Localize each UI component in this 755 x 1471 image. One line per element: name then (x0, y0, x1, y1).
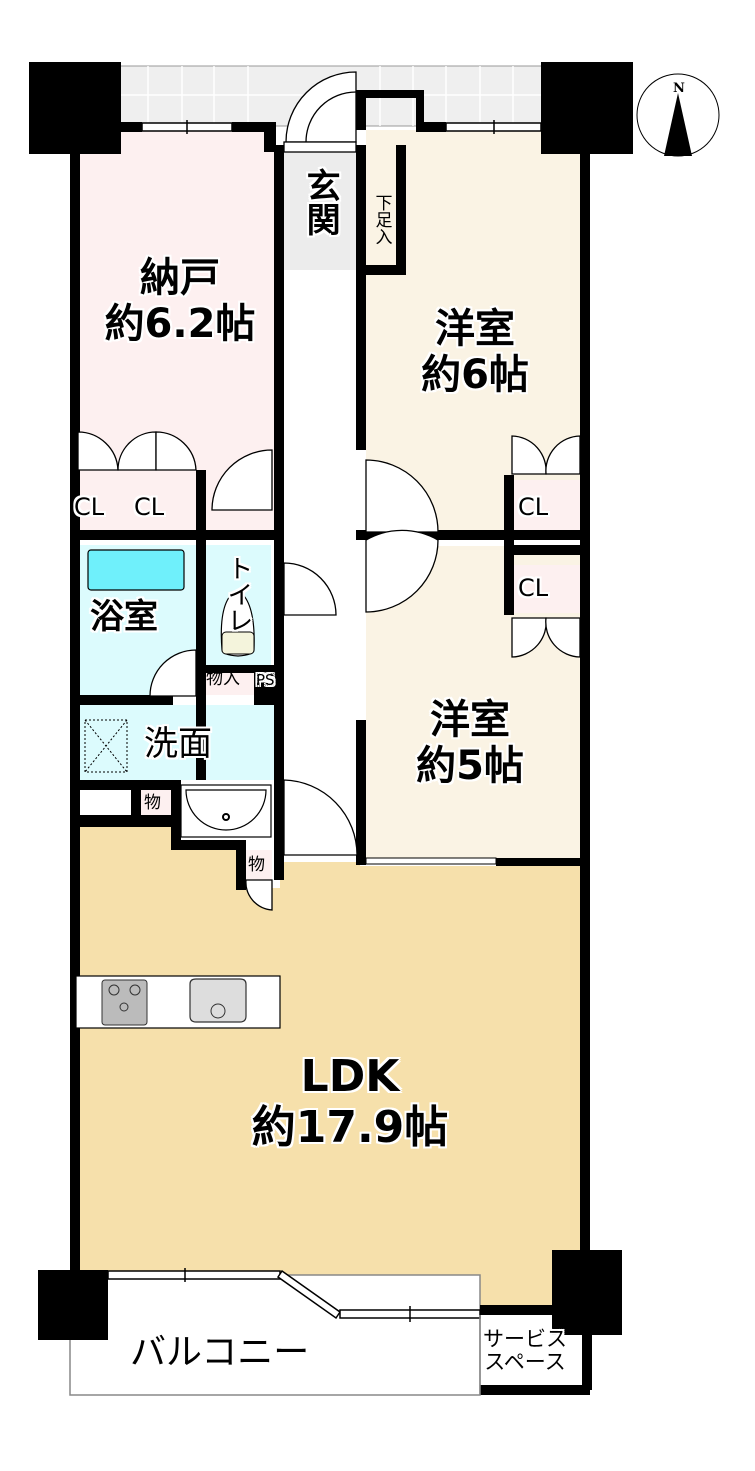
storage-monoire: 物入 (206, 669, 240, 689)
storage-washroom: 物 (144, 793, 161, 813)
bathtub (87, 549, 185, 591)
washroom-fill (80, 705, 276, 780)
door-swings (77, 71, 581, 911)
pipe-space-label: PS (256, 671, 275, 689)
room-western-1-size: 約6帖 (421, 352, 529, 398)
balcony-label: バルコニー (130, 1332, 310, 1373)
room-entrance: 玄関 (300, 168, 341, 236)
kitchen-sink (189, 978, 247, 1023)
balcony-fill (69, 1274, 481, 1396)
compass (636, 73, 720, 157)
room-toilet: トイレ (222, 555, 253, 633)
room-nando: 納戸 約6.2帖 (85, 255, 275, 347)
ldk-fill (78, 826, 582, 1314)
closet-western-1: CL (518, 493, 549, 521)
room-western-2-size: 約5帖 (416, 743, 524, 789)
room-western-2-name: 洋室 (430, 697, 510, 743)
room-ldk: LDK 約17.9帖 (200, 1051, 500, 1153)
room-nando-name: 納戸 (140, 255, 220, 301)
room-nando-size: 約6.2帖 (104, 301, 256, 347)
mono-hall-fill (244, 850, 272, 882)
structural-pillars (29, 62, 633, 1340)
washing-machine-space (84, 719, 128, 773)
closet-nando-right: CL (134, 493, 165, 521)
room-washroom: 洗面 (144, 724, 212, 764)
wash-basin (185, 789, 267, 831)
compass-north-label: N (673, 81, 685, 96)
windows (107, 120, 542, 1322)
shoe-storage-label: 下足入 (371, 194, 392, 245)
room-ldk-name: LDK (300, 1051, 400, 1102)
room-western-1-name: 洋室 (435, 306, 515, 352)
room-ldk-size: 約17.9帖 (251, 1101, 449, 1153)
room-western-2: 洋室 約5帖 (375, 697, 565, 789)
closet-nando-left: CL (74, 493, 105, 521)
service-space-line2: スペース (484, 1350, 566, 1375)
storage-hall: 物 (248, 855, 265, 875)
walls (70, 90, 592, 1395)
closet-western-2: CL (518, 574, 549, 602)
room-western-1: 洋室 約6帖 (380, 306, 570, 398)
service-space-line1: サービス (483, 1327, 567, 1351)
stove (101, 979, 148, 1026)
entrance-fill (284, 152, 360, 270)
service-space-label: サービス スペース (483, 1327, 567, 1375)
room-bath: 浴室 (90, 597, 158, 637)
